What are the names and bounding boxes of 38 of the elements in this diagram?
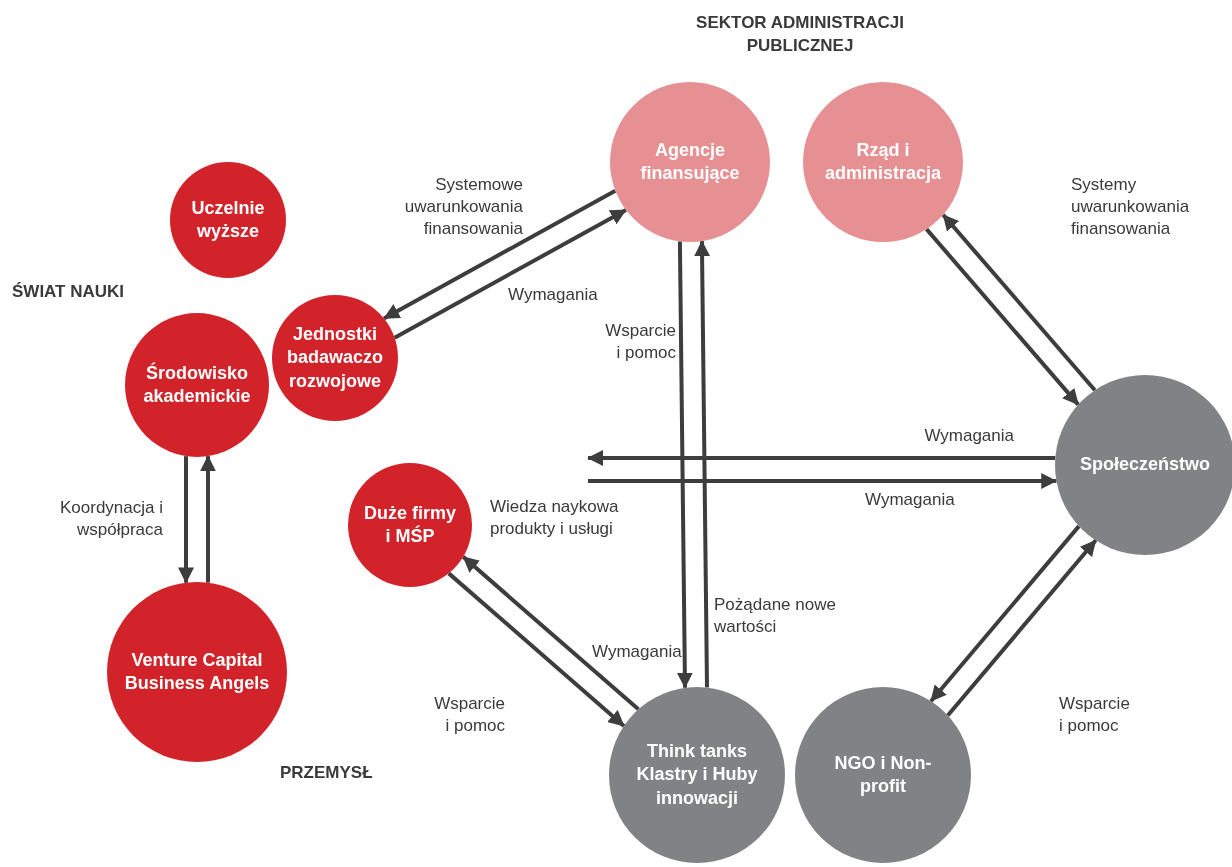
edge-label: Wymagania <box>923 425 1014 447</box>
note-label: Wiedza naykowa produkty i usługi <box>490 496 620 541</box>
arrow <box>941 213 1097 392</box>
arrow <box>925 227 1080 406</box>
group-heading: ŚWIAT NAUKI <box>12 281 126 303</box>
group-heading: SEKTOR ADMINISTRACJI PUBLICZNEJ <box>695 12 905 57</box>
node-label: Uczelnie wyższe <box>190 196 266 243</box>
node-label: Think tanks Klastry i Huby innowacji <box>635 739 759 810</box>
edge-label: Wymagania <box>865 489 956 511</box>
arrow <box>200 455 216 583</box>
arrow <box>676 241 693 689</box>
edge-label: Wsparcie i pomoc <box>604 320 676 365</box>
edge-label: Wymagania <box>592 641 683 663</box>
node-label: Jednostki badawaczo rozwojowe <box>286 322 384 393</box>
arrow <box>383 188 617 321</box>
node-label: Duże firmy i MŚP <box>363 501 457 548</box>
node-label: Rząd i administracja <box>823 138 943 185</box>
edge-label: Wymagania <box>508 284 599 306</box>
edge-label: Wsparcie i pomoc <box>1059 693 1131 738</box>
edge-label: Systemy uwarunkowania finansowania <box>1071 174 1191 241</box>
edge-label: Pożądane nowe wartości <box>714 594 837 639</box>
arrow <box>393 208 627 340</box>
arrow <box>588 473 1058 489</box>
group-heading: PRZEMYSŁ <box>280 762 374 784</box>
edge-label: Systemowe uwarunkowania finansowania <box>403 174 523 241</box>
node-label: Venture Capital Business Angels <box>123 648 271 695</box>
arrow <box>447 571 626 728</box>
node-label: NGO i Non-profit <box>833 751 933 798</box>
arrow <box>461 555 640 711</box>
arrow <box>694 240 711 688</box>
edge-label: Wsparcie i pomoc <box>433 693 505 738</box>
edge-label: Koordynacja i współpraca <box>59 497 163 542</box>
node-label: Społeczeństwo <box>1079 453 1211 477</box>
arrow <box>587 450 1056 466</box>
arrow <box>178 456 194 584</box>
node-label: Środowisko akademickie <box>142 361 252 408</box>
node-label: Agencje finansujące <box>639 138 741 185</box>
arrow <box>946 539 1098 717</box>
